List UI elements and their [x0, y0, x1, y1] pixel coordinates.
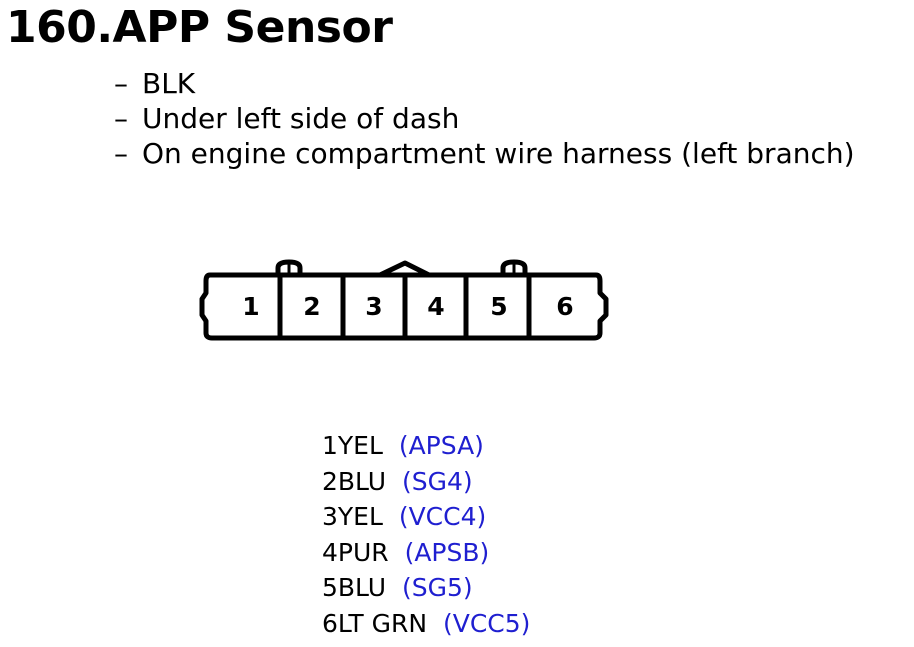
- connector-notes: –BLK –Under left side of dash –On engine…: [114, 66, 855, 171]
- pinout-row: 6LT GRN (VCC5): [322, 606, 530, 642]
- dash-glyph: –: [114, 67, 128, 100]
- dash-glyph: –: [114, 102, 128, 135]
- note-color: –BLK: [114, 66, 855, 101]
- note-location: –Under left side of dash: [114, 101, 855, 136]
- signal-label: (VCC4): [398, 502, 487, 531]
- connector-diagram: 1 2 3 4 5 6: [199, 259, 609, 341]
- signal-label: (VCC5): [442, 608, 531, 638]
- pinout-row: 1YEL (APSA): [322, 428, 530, 464]
- pin-number-1: 1: [242, 292, 259, 321]
- pin-number-2: 2: [303, 292, 320, 321]
- signal-label: (SG5): [401, 573, 473, 602]
- wire-label: 2BLU: [322, 466, 387, 496]
- signal-label: (SG4): [401, 466, 473, 496]
- page-title: 160.APP Sensor: [6, 2, 393, 53]
- pinout-row: 2BLU (SG4): [322, 464, 530, 500]
- dash-glyph: –: [114, 137, 128, 170]
- pin-number-6: 6: [556, 292, 573, 321]
- wire-label: 5BLU: [322, 573, 387, 602]
- note-text: On engine compartment wire harness (left…: [142, 137, 855, 170]
- wire-label: 4PUR: [322, 537, 389, 567]
- connector-key: [377, 260, 432, 278]
- locking-tab-left: [275, 259, 303, 278]
- locking-tab-right: [500, 259, 528, 278]
- note-text: BLK: [142, 67, 196, 100]
- pinout-row: 5BLU (SG5): [322, 570, 530, 606]
- pinout-row: 3YEL (VCC4): [322, 499, 530, 535]
- signal-label: (APSA): [398, 431, 484, 460]
- pinout-row: 4PUR (APSB): [322, 535, 530, 571]
- connector-body: [199, 272, 609, 341]
- pin-number-5: 5: [490, 292, 507, 321]
- pinout-list: 1YEL (APSA) 2BLU (SG4) 3YEL (VCC4) 4PUR …: [322, 428, 530, 641]
- wire-label: 1YEL: [322, 431, 383, 460]
- note-harness: –On engine compartment wire harness (lef…: [114, 136, 855, 171]
- wire-label: 6LT GRN: [322, 608, 428, 638]
- pin-number-3: 3: [365, 292, 382, 321]
- note-text: Under left side of dash: [142, 102, 460, 135]
- wire-label: 3YEL: [322, 502, 383, 531]
- pin-number-4: 4: [427, 292, 444, 321]
- signal-label: (APSB): [404, 537, 490, 567]
